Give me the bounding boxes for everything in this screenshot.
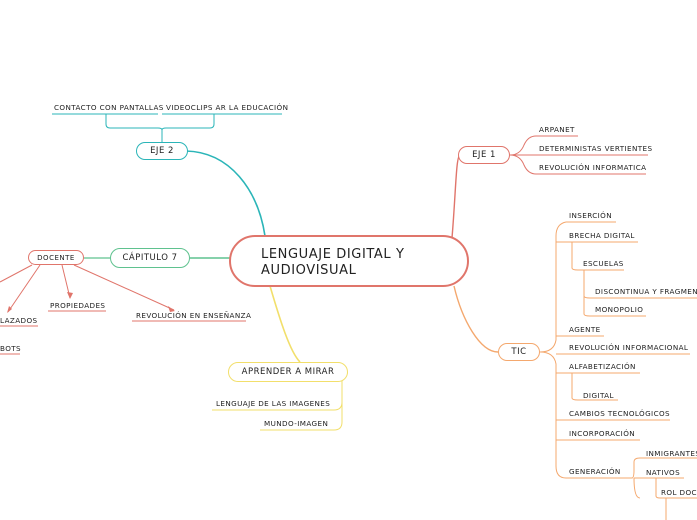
topic-aprender-label: APRENDER A MIRAR [241,367,335,377]
central-topic[interactable]: LENGUAJE DIGITAL Y AUDIOVISUAL [229,235,469,287]
subtopic-propiedades[interactable]: PROPIEDADES [50,301,106,310]
subtopic-revolucion-ensenanza[interactable]: REVOLUCIÓN EN ENSEÑANZA [136,311,252,320]
subtopic-revolucion-informatica[interactable]: REVOLUCIÓN INFORMATICA [539,163,647,172]
subtopic-monopolio[interactable]: MONOPOLIO [595,305,644,314]
connector-eje1-children [509,135,537,175]
connector-brecha-escuelas [571,242,579,271]
topic-tic-label: TIC [511,347,527,357]
subtopic-lazados[interactable]: LAZADOS [0,316,38,325]
subtopic-docente-label: DOCENTE [37,253,75,262]
connector-tic [453,285,499,353]
central-topic-line2: AUDIOVISUAL [261,263,357,278]
topic-eje1-label: EJE 1 [472,150,496,160]
connector-aprender [269,285,301,363]
subtopic-cambios-tecnologicos[interactable]: CAMBIOS TECNOLÓGICOS [569,409,671,418]
subtopic-inmigrantes[interactable]: INMIGRANTES [646,449,697,458]
subtopic-digital[interactable]: DIGITAL [583,391,614,400]
topic-eje2[interactable]: EJE 2 [136,142,188,160]
topic-capitulo7-label: CÁPITULO 7 [122,253,178,263]
topic-eje2-label: EJE 2 [150,146,174,156]
connector-escuelas-children [583,270,591,317]
subtopic-alfabetizacion[interactable]: ALFABETIZACIÓN [569,362,636,371]
arrow-revolucion-ensenanza [168,306,175,312]
subtopic-incorporacion[interactable]: INCORPORACIÓN [569,429,636,438]
subtopic-bots[interactable]: BOTS [0,344,22,353]
subtopic-contacto-pantallas[interactable]: CONTACTO CON PANTALLAS [54,103,164,112]
connector-eje2 [185,150,266,237]
connector-nativos-rol [655,478,661,499]
connector-tic-branches [556,241,566,441]
topic-aprender-a-mirar[interactable]: APRENDER A MIRAR [228,362,348,382]
subtopic-rol-docente[interactable]: ROL DOCENTE [661,488,697,497]
connector-eje1 [451,154,461,239]
connector-alfabetizacion-digital [571,373,579,401]
connector-generacion-children [626,457,641,499]
arrow-lazados [7,306,12,313]
topic-eje1[interactable]: EJE 1 [458,146,510,164]
subtopic-insercion[interactable]: INSERCIÓN [569,211,613,220]
subtopic-videoclips[interactable]: VIDEOCLIPS AR LA EDUCACIÓN [166,103,289,112]
central-topic-line1: LENGUAJE DIGITAL Y [261,247,405,262]
connector-eje2-children [105,114,215,142]
arrow-propiedades [67,292,73,299]
connector-docente-children [0,264,175,313]
topic-tic[interactable]: TIC [498,343,540,361]
subtopic-brecha-digital[interactable]: BRECHA DIGITAL [569,231,635,240]
subtopic-agente[interactable]: AGENTE [569,325,601,334]
subtopic-lenguaje-imagenes[interactable]: LENGUAJE DE LAS IMAGENES [216,399,331,408]
subtopic-arpanet[interactable]: ARPANET [539,125,575,134]
subtopic-discontinua[interactable]: DISCONTINUA Y FRAGMENTADA [595,287,697,296]
subtopic-docente[interactable]: DOCENTE [28,250,84,265]
subtopic-revolucion-informacional[interactable]: REVOLUCIÓN INFORMACIONAL [569,343,689,352]
subtopic-generacion[interactable]: GENERACIÓN [569,467,621,476]
subtopic-deterministas[interactable]: DETERMINISTAS VERTIENTES [539,144,653,153]
subtopic-escuelas[interactable]: ESCUELAS [583,259,624,268]
connector-tic-children [539,221,567,479]
subtopic-mundo-imagen[interactable]: MUNDO-IMAGEN [264,419,329,428]
subtopic-nativos[interactable]: NATIVOS [646,468,681,477]
topic-capitulo7[interactable]: CÁPITULO 7 [110,248,190,268]
